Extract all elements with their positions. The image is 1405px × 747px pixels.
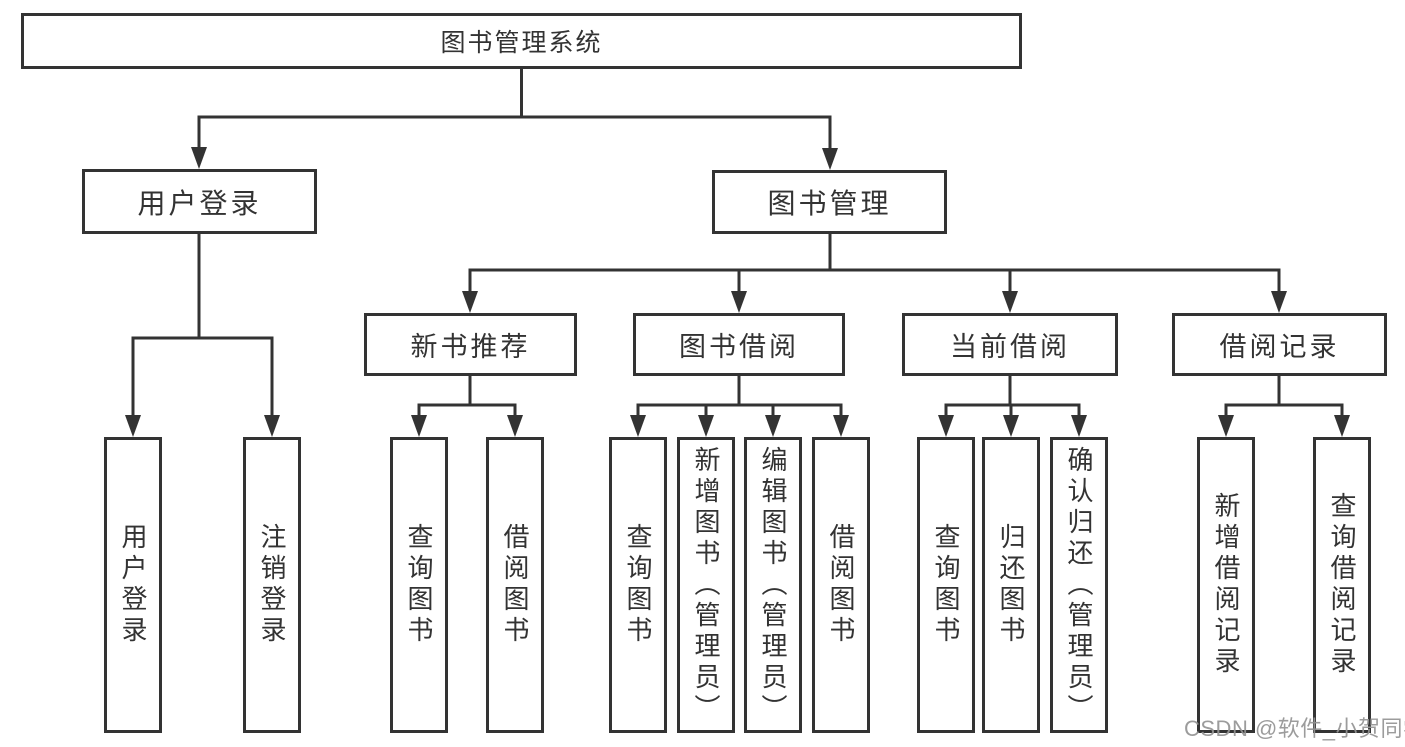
node-leaf-logout-label: 注销登录 <box>257 523 287 647</box>
node-leaf-nb-query-book-label: 查询图书 <box>404 523 434 647</box>
node-borrow-record: 借阅记录 <box>1172 313 1387 376</box>
arrowheads-book-borrow-children <box>630 415 849 437</box>
node-leaf-nb-borrow-book-label: 借阅图书 <box>500 523 530 647</box>
connector-book-mgmt-to-level3 <box>468 233 1281 294</box>
node-leaf-br-query-record: 查询借阅记录 <box>1313 437 1371 733</box>
node-leaf-nb-borrow-book: 借阅图书 <box>486 437 544 733</box>
node-leaf-bb-add-book-admin-label: 新增图书（管理员） <box>691 445 721 725</box>
node-leaf-cb-return-book-label: 归还图书 <box>996 523 1026 647</box>
node-leaf-bb-add-book-admin: 新增图书（管理员） <box>677 437 735 733</box>
node-leaf-cb-query-book-label: 查询图书 <box>931 523 961 647</box>
node-leaf-nb-query-book: 查询图书 <box>390 437 448 733</box>
connector-current-borrow-children <box>944 375 1081 418</box>
arrowheads-user-login-children <box>125 415 280 437</box>
node-book-mgmt: 图书管理 <box>712 170 947 234</box>
node-book-mgmt-label: 图书管理 <box>767 188 892 219</box>
node-book-borrow-label: 图书借阅 <box>679 332 799 362</box>
connector-new-book-children <box>417 375 517 418</box>
node-current-borrow-label: 当前借阅 <box>950 332 1070 362</box>
node-borrow-record-label: 借阅记录 <box>1219 332 1340 362</box>
node-leaf-cb-query-book: 查询图书 <box>917 437 975 733</box>
node-leaf-bb-borrow-book-label: 借阅图书 <box>826 523 856 647</box>
node-book-borrow: 图书借阅 <box>633 313 845 376</box>
node-root-label: 图书管理系统 <box>440 29 603 57</box>
arrowheads-level3 <box>462 291 1287 313</box>
node-leaf-br-add-record: 新增借阅记录 <box>1197 437 1255 733</box>
node-root: 图书管理系统 <box>21 13 1022 69</box>
node-leaf-cb-return-book: 归还图书 <box>982 437 1040 733</box>
node-user-login-label: 用户登录 <box>137 187 262 219</box>
connector-borrow-record-children <box>1224 375 1344 418</box>
node-leaf-cb-confirm-return-admin: 确认归还（管理员） <box>1050 437 1108 733</box>
node-leaf-user-login: 用户登录 <box>104 437 162 733</box>
csdn-watermark: CSDN @软件_小贺同学 <box>1184 716 1405 741</box>
node-new-book-rec: 新书推荐 <box>364 313 577 376</box>
arrowheads-borrow-record-children <box>1218 415 1350 437</box>
node-leaf-br-add-record-label: 新增借阅记录 <box>1211 492 1241 678</box>
node-user-login: 用户登录 <box>82 169 317 234</box>
node-leaf-bb-query-book-label: 查询图书 <box>623 523 653 647</box>
node-leaf-logout: 注销登录 <box>243 437 301 733</box>
arrowheads-level2 <box>191 147 838 170</box>
node-current-borrow: 当前借阅 <box>902 313 1118 376</box>
arrowheads-new-book-children <box>411 415 523 437</box>
node-new-book-rec-label: 新书推荐 <box>410 332 531 362</box>
connector-root-to-level2 <box>197 68 832 151</box>
node-leaf-cb-confirm-return-admin-label: 确认归还（管理员） <box>1064 445 1094 725</box>
connector-user-login-children <box>131 233 274 418</box>
node-leaf-user-login-label: 用户登录 <box>118 523 148 647</box>
node-leaf-bb-query-book: 查询图书 <box>609 437 667 733</box>
node-leaf-bb-edit-book-admin: 编辑图书（管理员） <box>744 437 802 733</box>
connector-book-borrow-children <box>636 375 843 418</box>
arrowheads-current-borrow-children <box>938 415 1087 437</box>
node-leaf-bb-borrow-book: 借阅图书 <box>812 437 870 733</box>
node-leaf-bb-edit-book-admin-label: 编辑图书（管理员） <box>758 445 788 725</box>
node-leaf-br-query-record-label: 查询借阅记录 <box>1327 492 1357 678</box>
